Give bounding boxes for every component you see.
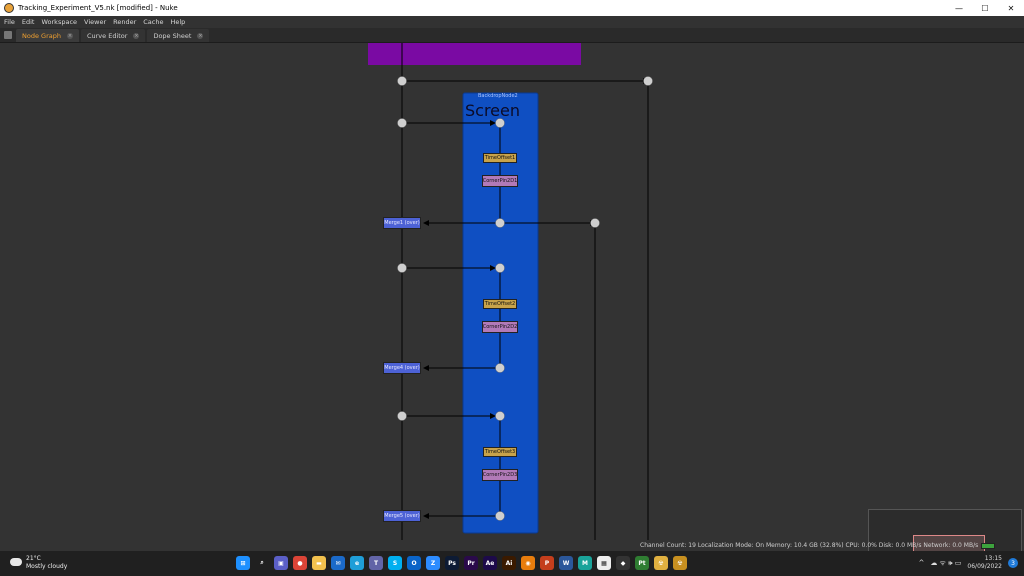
timeoffset2-node[interactable]: TimeOffset2 <box>483 299 517 309</box>
premiere-icon[interactable]: Pr <box>464 556 478 570</box>
illustrator-icon[interactable]: Ai <box>502 556 516 570</box>
menu-render[interactable]: Render <box>113 18 137 26</box>
dot-node <box>495 511 505 521</box>
teams-chat-icon[interactable]: ▣ <box>274 556 288 570</box>
powerpoint-icon[interactable]: P <box>540 556 554 570</box>
menu-workspace[interactable]: Workspace <box>41 18 78 26</box>
photoshop-icon[interactable]: Ps <box>445 556 459 570</box>
app-dark-icon[interactable]: ◆ <box>616 556 630 570</box>
tab-bar: Node Graph × Curve Editor × Dope Sheet × <box>0 28 1024 43</box>
tab-label: Dope Sheet <box>153 31 192 40</box>
windows-start-icon[interactable]: ⊞ <box>236 556 250 570</box>
system-tray: ^ ☁ ᯤ 🕪 ▭ 13:15 06/09/2022 3 <box>918 555 1018 571</box>
backdrop-title: Screen <box>465 101 521 120</box>
status-text: Channel Count: 19 Localization Mode: On … <box>640 542 979 549</box>
notification-badge[interactable]: 3 <box>1008 558 1018 568</box>
after-effects-icon[interactable]: Ae <box>483 556 497 570</box>
edge-icon[interactable]: e <box>350 556 364 570</box>
dot-node <box>495 411 505 421</box>
dot-node <box>495 118 505 128</box>
nuke-1-icon[interactable]: ☢ <box>654 556 668 570</box>
maximize-button[interactable]: ☐ <box>981 3 989 13</box>
backdrop-name: BackdropNode2 <box>478 93 518 99</box>
tab-label: Node Graph <box>22 31 61 40</box>
pt-app-icon[interactable]: Pt <box>635 556 649 570</box>
clock-time: 13:15 <box>984 555 1002 562</box>
outlook-icon[interactable]: O <box>407 556 421 570</box>
menu-edit[interactable]: Edit <box>21 18 35 26</box>
timeoffset3-node[interactable]: TimeOffset3 <box>483 447 517 457</box>
top-node[interactable] <box>368 43 581 65</box>
dot-node <box>397 411 407 421</box>
tab-curve-editor[interactable]: Curve Editor × <box>80 29 146 42</box>
graph-minimap[interactable] <box>868 509 1022 551</box>
tab-node-graph[interactable]: Node Graph × <box>16 29 79 42</box>
zoom-icon[interactable]: Z <box>426 556 440 570</box>
pane-menu-icon[interactable] <box>4 31 12 39</box>
dot-node <box>495 363 505 373</box>
node-graph[interactable]: BackdropNode2 Screen TimeOffset1 CornerP… <box>0 43 1024 551</box>
weather-desc: Mostly cloudy <box>26 563 68 570</box>
weather-temp: 21°C <box>26 555 41 562</box>
close-tab-icon[interactable]: × <box>197 32 204 39</box>
close-button[interactable]: ✕ <box>1007 3 1015 13</box>
tab-label: Curve Editor <box>86 31 128 40</box>
progress-indicator <box>981 542 996 549</box>
close-tab-icon[interactable]: × <box>133 32 140 39</box>
menu-bar: File Edit Workspace Viewer Render Cache … <box>0 16 1024 28</box>
menu-viewer[interactable]: Viewer <box>84 18 107 26</box>
chrome-icon[interactable]: ● <box>293 556 307 570</box>
search-icon[interactable]: ⌕ <box>255 556 269 570</box>
maya-icon[interactable]: M <box>578 556 592 570</box>
window-title: Tracking_Experiment_V5.nk [modified] - N… <box>18 4 178 12</box>
teams-icon[interactable]: T <box>369 556 383 570</box>
close-tab-icon[interactable]: × <box>66 32 73 39</box>
dot-node <box>397 76 407 86</box>
node-graph-wires <box>368 43 653 540</box>
title-bar: Tracking_Experiment_V5.nk [modified] - N… <box>0 0 1024 16</box>
merge1-node[interactable]: Merge1 (over) <box>383 217 421 229</box>
status-bar: Channel Count: 19 Localization Mode: On … <box>640 542 996 549</box>
dot-node <box>495 218 505 228</box>
menu-help[interactable]: Help <box>170 18 186 26</box>
minimize-button[interactable]: — <box>955 3 963 13</box>
dot-node <box>397 118 407 128</box>
menu-file[interactable]: File <box>4 18 15 26</box>
tray-chevron-icon[interactable]: ^ <box>918 559 925 567</box>
image-app-icon[interactable]: ▦ <box>597 556 611 570</box>
nuke-app-icon <box>4 3 14 13</box>
cornerpin3-node[interactable]: CornerPin2D3 <box>482 469 518 481</box>
tray-status-icons[interactable]: ☁ ᯤ 🕪 ▭ <box>930 558 962 567</box>
cloud-icon <box>10 558 22 566</box>
clock-date: 06/09/2022 <box>967 563 1002 570</box>
cornerpin2-node[interactable]: CornerPin2D2 <box>482 321 518 333</box>
skype-icon[interactable]: S <box>388 556 402 570</box>
mail-icon[interactable]: ✉ <box>331 556 345 570</box>
word-icon[interactable]: W <box>559 556 573 570</box>
blender-icon[interactable]: ◉ <box>521 556 535 570</box>
merge5-node[interactable]: Merge5 (over) <box>383 510 421 522</box>
cornerpin1-node[interactable]: CornerPin2D1 <box>482 175 518 187</box>
merge4-node[interactable]: Merge4 (over) <box>383 362 421 374</box>
dot-node <box>495 263 505 273</box>
tab-dope-sheet[interactable]: Dope Sheet × <box>147 29 210 42</box>
dot-node <box>397 263 407 273</box>
dot-node <box>590 218 600 228</box>
menu-cache[interactable]: Cache <box>143 18 164 26</box>
clock[interactable]: 13:15 06/09/2022 <box>967 555 1002 571</box>
timeoffset1-node[interactable]: TimeOffset1 <box>483 153 517 163</box>
file-explorer-icon[interactable]: ▬ <box>312 556 326 570</box>
dot-node <box>643 76 653 86</box>
nuke-2-icon[interactable]: ☢ <box>673 556 687 570</box>
window-controls: — ☐ ✕ <box>946 0 1024 16</box>
